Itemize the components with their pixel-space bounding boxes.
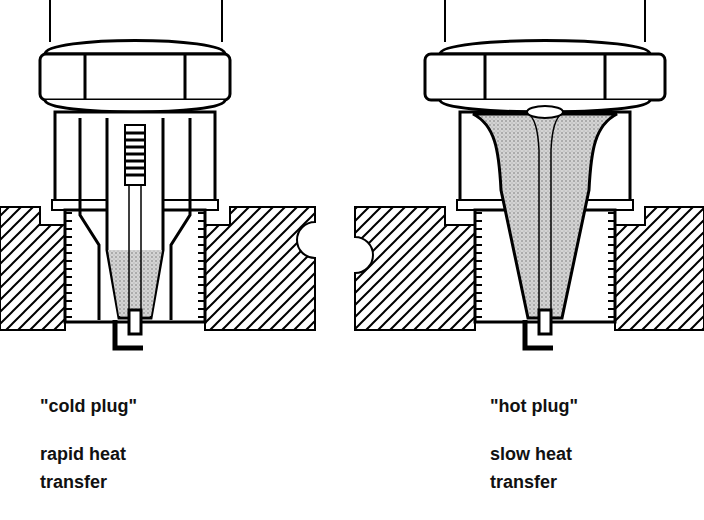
center-electrode bbox=[527, 112, 563, 318]
cylinder-head bbox=[205, 207, 315, 330]
heat-transfer-label: slow heat transfer bbox=[490, 440, 608, 496]
hex-nut bbox=[425, 54, 665, 100]
spring-coil bbox=[125, 133, 145, 175]
spring bbox=[125, 125, 145, 185]
terminal bbox=[445, 0, 645, 42]
plug-type-label: "cold plug" bbox=[40, 392, 240, 420]
insulator bbox=[107, 118, 163, 318]
electrode-tip bbox=[129, 310, 141, 334]
cold-spark-plug bbox=[40, 0, 230, 348]
ground-electrode bbox=[115, 320, 143, 348]
electrode-tip bbox=[539, 310, 551, 334]
cylinder-head bbox=[615, 207, 704, 330]
ground-electrode bbox=[525, 320, 553, 348]
nut-top bbox=[440, 41, 650, 55]
nut-bottom bbox=[45, 100, 225, 112]
heat-transfer-label: rapid heat transfer bbox=[40, 440, 158, 496]
terminal bbox=[50, 0, 222, 42]
hot-spark-plug bbox=[425, 0, 665, 348]
plug-type-label: "hot plug" bbox=[490, 392, 690, 420]
cylinder-head bbox=[0, 207, 65, 330]
nut-facet bbox=[485, 54, 605, 100]
insulator bbox=[473, 114, 617, 318]
nut-facet bbox=[85, 54, 185, 100]
nut-top bbox=[45, 41, 225, 55]
electrode-head bbox=[527, 106, 563, 118]
hex-nut bbox=[40, 54, 230, 100]
center-electrode bbox=[129, 185, 141, 318]
cylinder-head bbox=[355, 207, 475, 330]
shell-wall bbox=[80, 118, 190, 320]
insulator-nose bbox=[108, 250, 162, 316]
